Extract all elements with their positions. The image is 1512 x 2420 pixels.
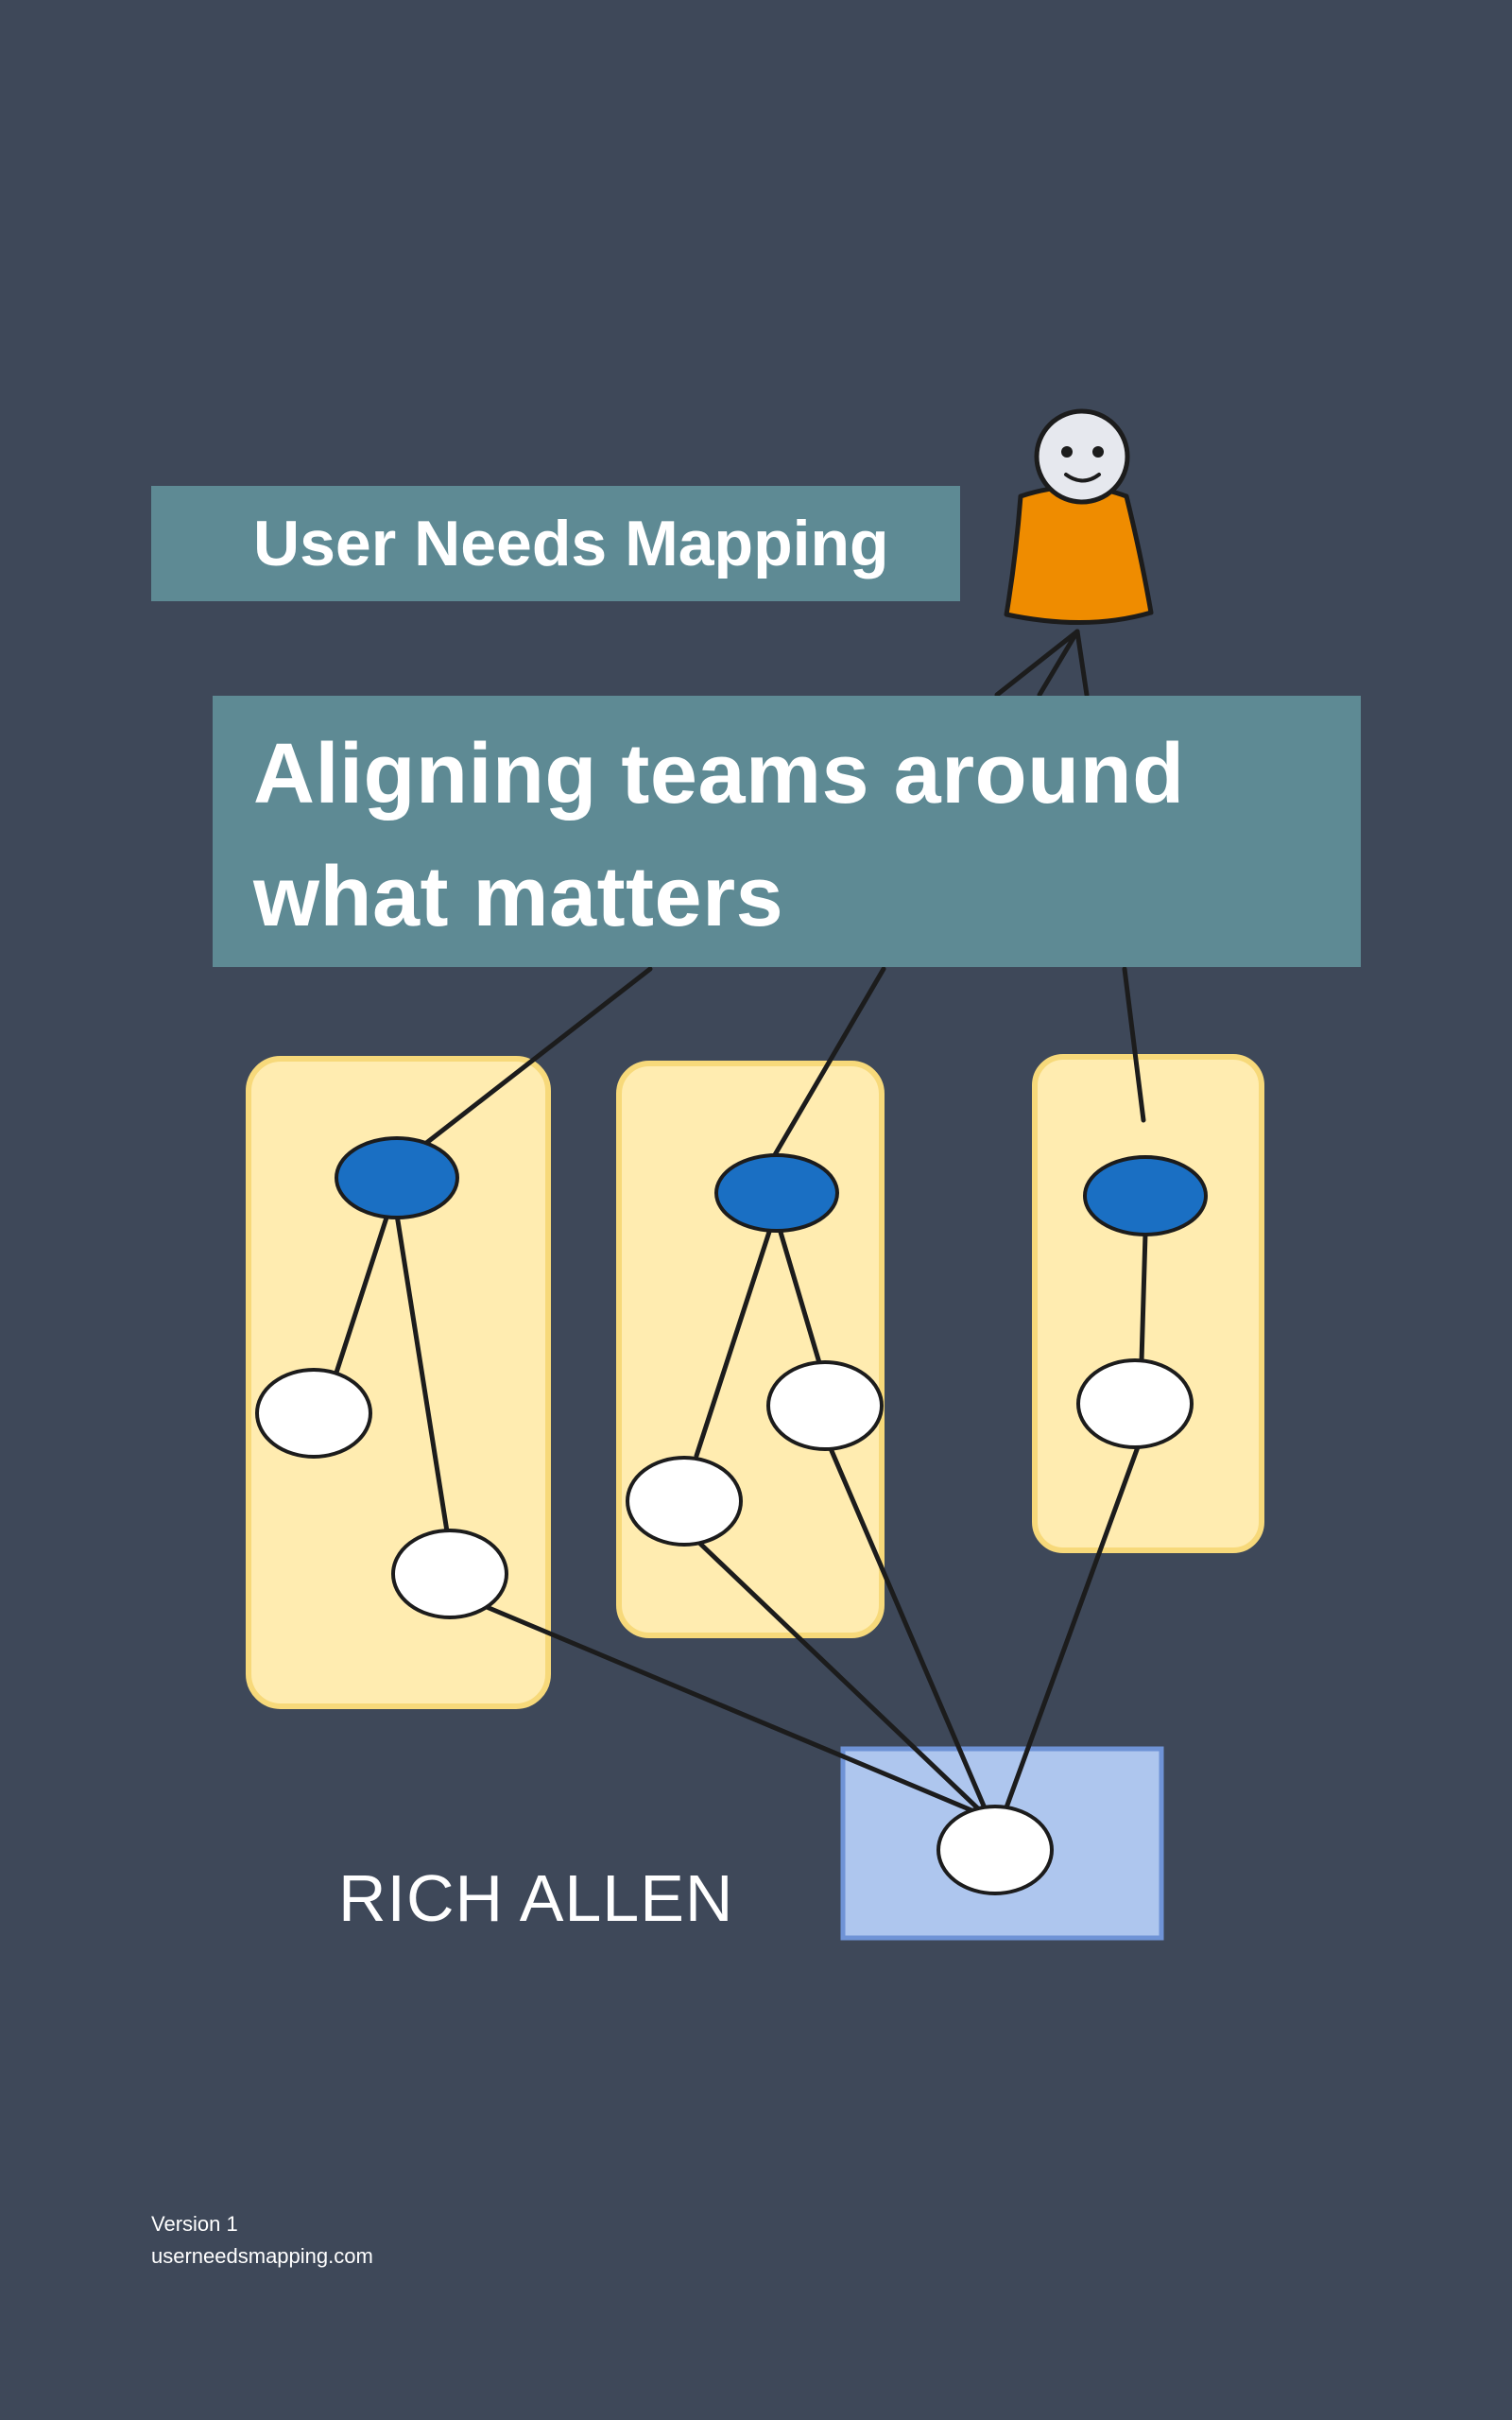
dependency-node-2b bbox=[626, 1456, 743, 1547]
user-need-node-1 bbox=[335, 1136, 459, 1219]
website-link[interactable]: userneedsmapping.com bbox=[151, 2244, 373, 2268]
book-title: Aligning teams around what matters bbox=[253, 713, 1361, 959]
need-group-3 bbox=[1032, 1054, 1264, 1553]
dependency-node-1a bbox=[255, 1368, 372, 1459]
map-edges bbox=[333, 629, 1148, 1818]
footer: Version 1 userneedsmapping.com bbox=[151, 2208, 373, 2273]
user-need-node-2 bbox=[714, 1153, 839, 1233]
dependency-node-3a bbox=[1076, 1358, 1194, 1449]
dependency-node-2a bbox=[766, 1360, 884, 1451]
series-banner: User Needs Mapping bbox=[151, 486, 960, 601]
stick-figure-user-icon bbox=[1004, 408, 1154, 626]
book-title-line-2: what matters bbox=[253, 850, 784, 944]
dependency-node-1b bbox=[391, 1529, 508, 1619]
need-group-2 bbox=[616, 1061, 885, 1638]
series-title: User Needs Mapping bbox=[253, 508, 889, 579]
user-need-node-3 bbox=[1083, 1155, 1208, 1236]
title-banner: Aligning teams around what matters bbox=[213, 696, 1361, 967]
book-title-line-1: Aligning teams around bbox=[253, 727, 1185, 821]
author-name: RICH ALLEN bbox=[338, 1861, 734, 1935]
shared-dependency-node bbox=[936, 1805, 1054, 1895]
version-label: Version 1 bbox=[151, 2212, 238, 2236]
